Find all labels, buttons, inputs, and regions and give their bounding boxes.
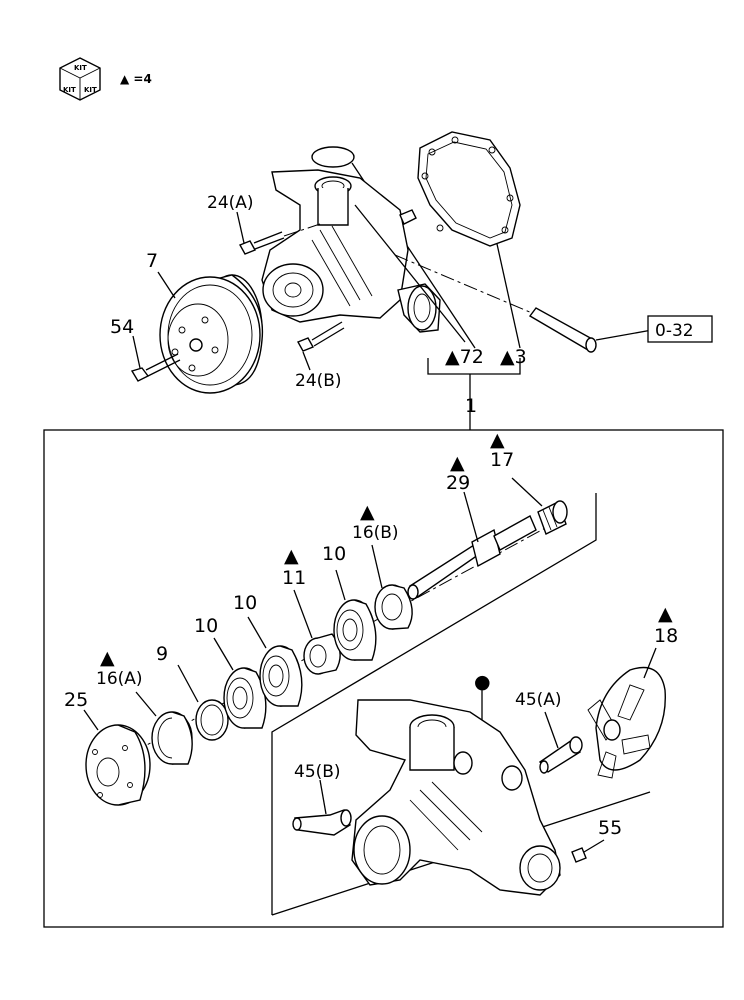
impeller-18 bbox=[587, 666, 666, 779]
marker-18: ▲ bbox=[658, 603, 673, 625]
bearing-10b bbox=[259, 645, 303, 707]
label-54: 54 bbox=[110, 316, 134, 338]
label-45b: 45(B) bbox=[294, 762, 341, 782]
kit-legend: ▲ =4 bbox=[120, 72, 152, 86]
plug-55 bbox=[571, 847, 587, 863]
gasket-3 bbox=[417, 131, 521, 247]
marker-11: ▲ bbox=[284, 545, 299, 567]
label-3: ▲3 bbox=[500, 346, 527, 368]
pipe-0-32 bbox=[528, 307, 597, 353]
label-24b: 24(B) bbox=[295, 371, 342, 391]
o-ring-72 bbox=[311, 146, 355, 168]
elbow-45b bbox=[292, 809, 352, 836]
label-9: 9 bbox=[156, 643, 168, 665]
kit-cube-left-text: KIT bbox=[63, 86, 76, 94]
label-18: 18 bbox=[654, 625, 678, 647]
ref-box-text: 0-32 bbox=[655, 321, 694, 341]
kit-cube-top-text: KIT bbox=[74, 64, 87, 72]
label-55: 55 bbox=[598, 817, 622, 839]
bolt-24b bbox=[297, 321, 345, 352]
label-72: ▲72 bbox=[445, 346, 484, 368]
label-25: 25 bbox=[64, 689, 88, 711]
marker-16a: ▲ bbox=[100, 647, 115, 669]
marker-17: ▲ bbox=[490, 429, 505, 451]
label-10c: 10 bbox=[322, 543, 346, 565]
label-7: 7 bbox=[146, 250, 158, 272]
bolt-24a bbox=[239, 231, 285, 255]
pump-housing bbox=[351, 699, 561, 896]
seal-16a bbox=[151, 711, 193, 765]
kit-cube-right-text: KIT bbox=[84, 86, 97, 94]
label-10b: 10 bbox=[233, 592, 257, 614]
exploded-view-frame bbox=[43, 429, 724, 928]
label-10a: 10 bbox=[194, 615, 218, 637]
hub-flange-25 bbox=[85, 724, 151, 806]
label-29: 29 bbox=[446, 472, 470, 494]
housing-marker: ● bbox=[474, 671, 491, 693]
sleeve-45a bbox=[538, 736, 583, 774]
label-17: 17 bbox=[490, 449, 514, 471]
bearing-10c bbox=[333, 599, 377, 661]
ref-box-0-32[interactable] bbox=[647, 315, 713, 343]
seal-16b bbox=[374, 584, 413, 630]
snap-ring-9 bbox=[195, 699, 229, 741]
label-24a: 24(A) bbox=[207, 193, 254, 213]
kit-cube-icon: KIT KIT KIT bbox=[59, 57, 101, 101]
shaft-29 bbox=[407, 515, 537, 600]
label-11: 11 bbox=[282, 567, 306, 589]
marker-16b: ▲ bbox=[360, 501, 375, 523]
seal-unit-17 bbox=[537, 500, 568, 535]
label-1: 1 bbox=[465, 395, 477, 417]
label-45a: 45(A) bbox=[515, 690, 562, 710]
pulley-7 bbox=[159, 274, 264, 394]
water-pump-assembly bbox=[261, 169, 441, 333]
marker-29: ▲ bbox=[450, 452, 465, 474]
bolt-54 bbox=[130, 353, 181, 382]
label-16a: 16(A) bbox=[96, 669, 143, 689]
label-16b: 16(B) bbox=[352, 523, 399, 543]
